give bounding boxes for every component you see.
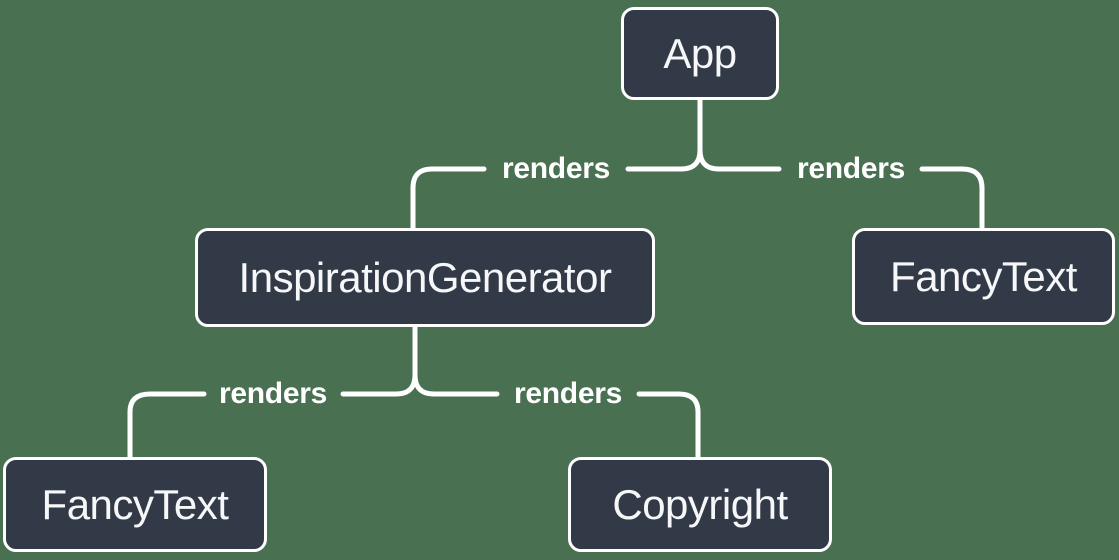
node-fancy-text-bottom: FancyText — [3, 457, 267, 552]
node-label-fancy-text-bottom: FancyText — [41, 480, 229, 528]
node-label-app: App — [663, 29, 737, 77]
edge-label-renders-app-inspirationgenerator: renders — [502, 152, 610, 185]
node-copyright: Copyright — [568, 457, 832, 552]
edge-label-renders-inspirationgenerator-fancytext: renders — [219, 377, 327, 410]
node-label-copyright: Copyright — [612, 480, 788, 528]
node-app: App — [621, 7, 779, 100]
node-inspiration-generator: InspirationGenerator — [195, 228, 655, 327]
node-label-inspiration-generator: InspirationGenerator — [238, 253, 612, 301]
edge-line-app-to-fancytext — [697, 147, 985, 231]
edge-label-renders-app-fancytext: renders — [797, 152, 905, 185]
node-fancy-text-top: FancyText — [852, 228, 1115, 325]
edge-label-renders-inspirationgenerator-copyright: renders — [514, 377, 622, 410]
node-label-fancy-text-top: FancyText — [890, 252, 1077, 300]
edge-line-inspirationgenerator-to-copyright — [412, 372, 701, 460]
